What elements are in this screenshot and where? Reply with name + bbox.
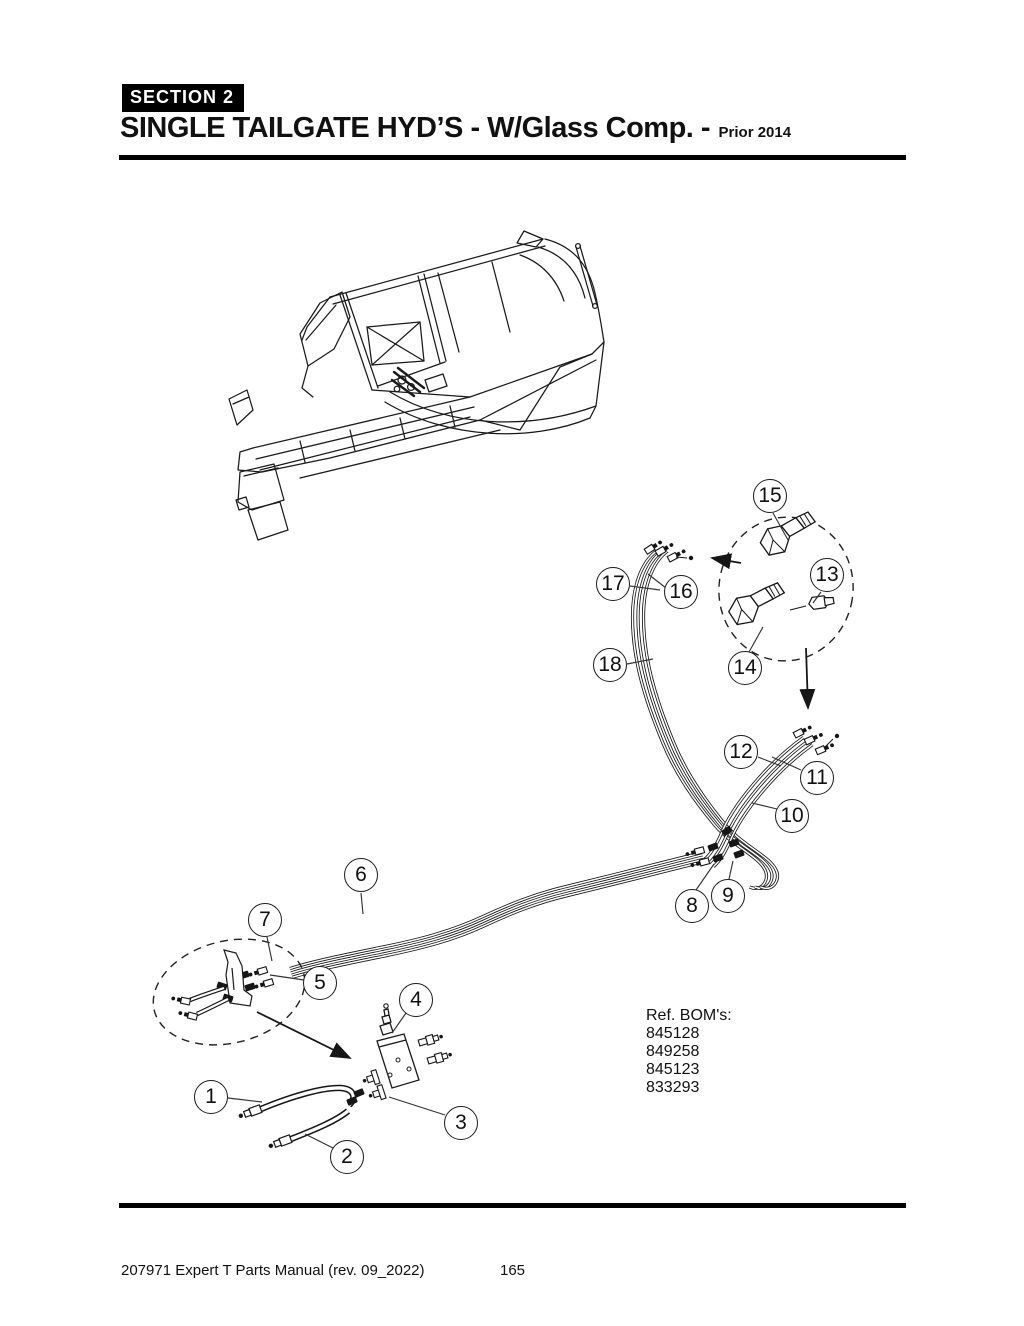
callout-3: 3 <box>444 1106 478 1140</box>
footer-page-number: 165 <box>500 1262 526 1279</box>
callout-18: 18 <box>593 648 627 682</box>
hose-bundle-rear <box>630 538 780 890</box>
pointer-arrow-to-valve <box>256 1011 352 1059</box>
callout-17: 17 <box>596 567 630 601</box>
callout-2: 2 <box>330 1140 364 1174</box>
detail-ellipse-top <box>710 510 854 710</box>
callout-7: 7 <box>248 903 282 937</box>
header-rule <box>119 155 906 160</box>
page-title-suffix: Prior 2014 <box>718 124 792 141</box>
callout-8: 8 <box>675 889 709 923</box>
callout-5: 5 <box>303 966 337 1000</box>
page-title-main: SINGLE TAILGATE HYD’S - W/Glass Comp. - <box>120 112 711 144</box>
callout-14: 14 <box>728 651 762 685</box>
machine-illustration <box>228 230 605 541</box>
footer-manual-title: 207971 Expert T Parts Manual (rev. 09_20… <box>121 1262 425 1279</box>
callout-9: 9 <box>711 879 745 913</box>
ref-bom-item: 845128 <box>646 1024 700 1042</box>
elbow-fitting-14 <box>724 581 789 627</box>
footer-rule <box>119 1203 906 1208</box>
callout-6: 6 <box>344 858 378 892</box>
ref-bom-title: Ref. BOM's: <box>646 1007 732 1024</box>
page-title: SINGLE TAILGATE HYD’S - W/Glass Comp. - … <box>120 112 920 145</box>
callout-4: 4 <box>399 983 433 1017</box>
ref-bom-list: Ref. BOM's: 845128 849258 845123 833293 <box>646 1007 732 1098</box>
callout-11: 11 <box>800 761 834 795</box>
plug-fitting-13 <box>789 595 835 611</box>
section-label: SECTION 2 <box>122 84 245 112</box>
callout-leaders <box>227 512 822 1149</box>
callout-12: 12 <box>724 735 758 769</box>
ref-bom-item: 849258 <box>646 1042 700 1060</box>
elbow-fitting-15 <box>755 510 821 557</box>
pointer-arrow-down <box>799 647 816 710</box>
detail-ellipse-bottom <box>152 938 352 1059</box>
callout-15: 15 <box>753 479 787 513</box>
callout-13: 13 <box>810 558 844 592</box>
callout-1: 1 <box>194 1080 228 1114</box>
valve-block-assembly <box>236 1003 454 1151</box>
hose-bundle-main <box>238 825 745 992</box>
ref-bom-item: 845123 <box>646 1060 700 1078</box>
pointer-arrow-left <box>710 553 742 570</box>
callout-10: 10 <box>775 799 809 833</box>
callout-16: 16 <box>664 575 698 609</box>
ref-bom-item: 833293 <box>646 1078 700 1096</box>
